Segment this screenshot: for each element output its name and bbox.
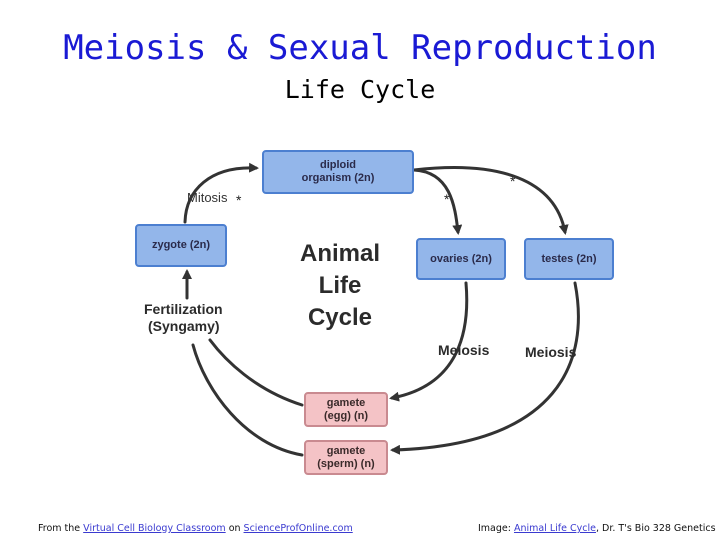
diploid-organism-box: diploid organism (2n) <box>262 150 414 194</box>
arrow-sperm-to-zygote <box>191 343 304 457</box>
diploid-organism-label: diploid organism (2n) <box>301 159 375 184</box>
gamete-egg-label: gamete (egg) (n) <box>324 396 368 422</box>
footer-image-credit: Image: Animal Life Cycle, Dr. T's Bio 32… <box>478 523 716 534</box>
meiosis-left-label: Meiosis <box>438 342 490 358</box>
scienceprofonline-link[interactable]: ScienceProfOnline.com <box>243 523 353 534</box>
arrow-diploid-to-testes <box>412 166 569 235</box>
testes-label: testes (2n) <box>541 252 597 265</box>
star-ovaries: * <box>444 191 450 207</box>
ovaries-box: ovaries (2n) <box>416 238 506 280</box>
footer-left-prefix: From the <box>38 523 84 534</box>
mitosis-label: Mitosis <box>187 190 228 205</box>
zygote-box: zygote (2n) <box>135 224 227 267</box>
gamete-egg-box: gamete (egg) (n) <box>304 392 388 427</box>
virtual-cell-biology-link[interactable]: Virtual Cell Biology Classroom <box>83 523 226 534</box>
fertilization-line2: (Syngamy) <box>148 318 220 334</box>
arrow-diploid-to-ovaries <box>412 168 463 235</box>
footer-source: From the Virtual Cell Biology Classroom … <box>38 523 353 534</box>
fertilization-label: Fertilization (Syngamy) <box>144 301 223 335</box>
animal-life-cycle-link[interactable]: Animal Life Cycle <box>513 523 596 534</box>
arrow-zygote-to-diploid <box>183 162 259 224</box>
page-subtitle: Life Cycle <box>284 75 436 104</box>
ovaries-label: ovaries (2n) <box>430 252 492 265</box>
center-title-line1: Animal <box>299 240 380 267</box>
testes-box: testes (2n) <box>524 238 614 280</box>
footer-right-suffix: , Dr. T's Bio 328 Genetics <box>595 523 716 534</box>
arrow-ovaries-to-egg <box>389 281 469 402</box>
gamete-sperm-label: gamete (sperm) (n) <box>317 444 375 470</box>
center-title-line2: Life <box>318 272 362 299</box>
star-testes: * <box>510 173 516 189</box>
arrow-egg-to-zygote <box>208 338 304 407</box>
page-title: Meiosis & Sexual Reproduction <box>63 28 657 68</box>
gamete-sperm-box: gamete (sperm) (n) <box>304 440 388 475</box>
footer-right-prefix: Image: <box>478 523 514 534</box>
animal-life-cycle-title: Animal Life Cycle <box>280 238 400 334</box>
fertilization-line1: Fertilization <box>144 301 223 317</box>
star-mitosis: * <box>236 192 242 208</box>
zygote-label: zygote (2n) <box>151 239 211 251</box>
meiosis-right-label: Meiosis <box>525 344 577 360</box>
footer-left-mid: on <box>225 523 244 534</box>
center-title-line3: Cycle <box>307 304 373 331</box>
arrow-testes-to-sperm <box>390 281 580 455</box>
